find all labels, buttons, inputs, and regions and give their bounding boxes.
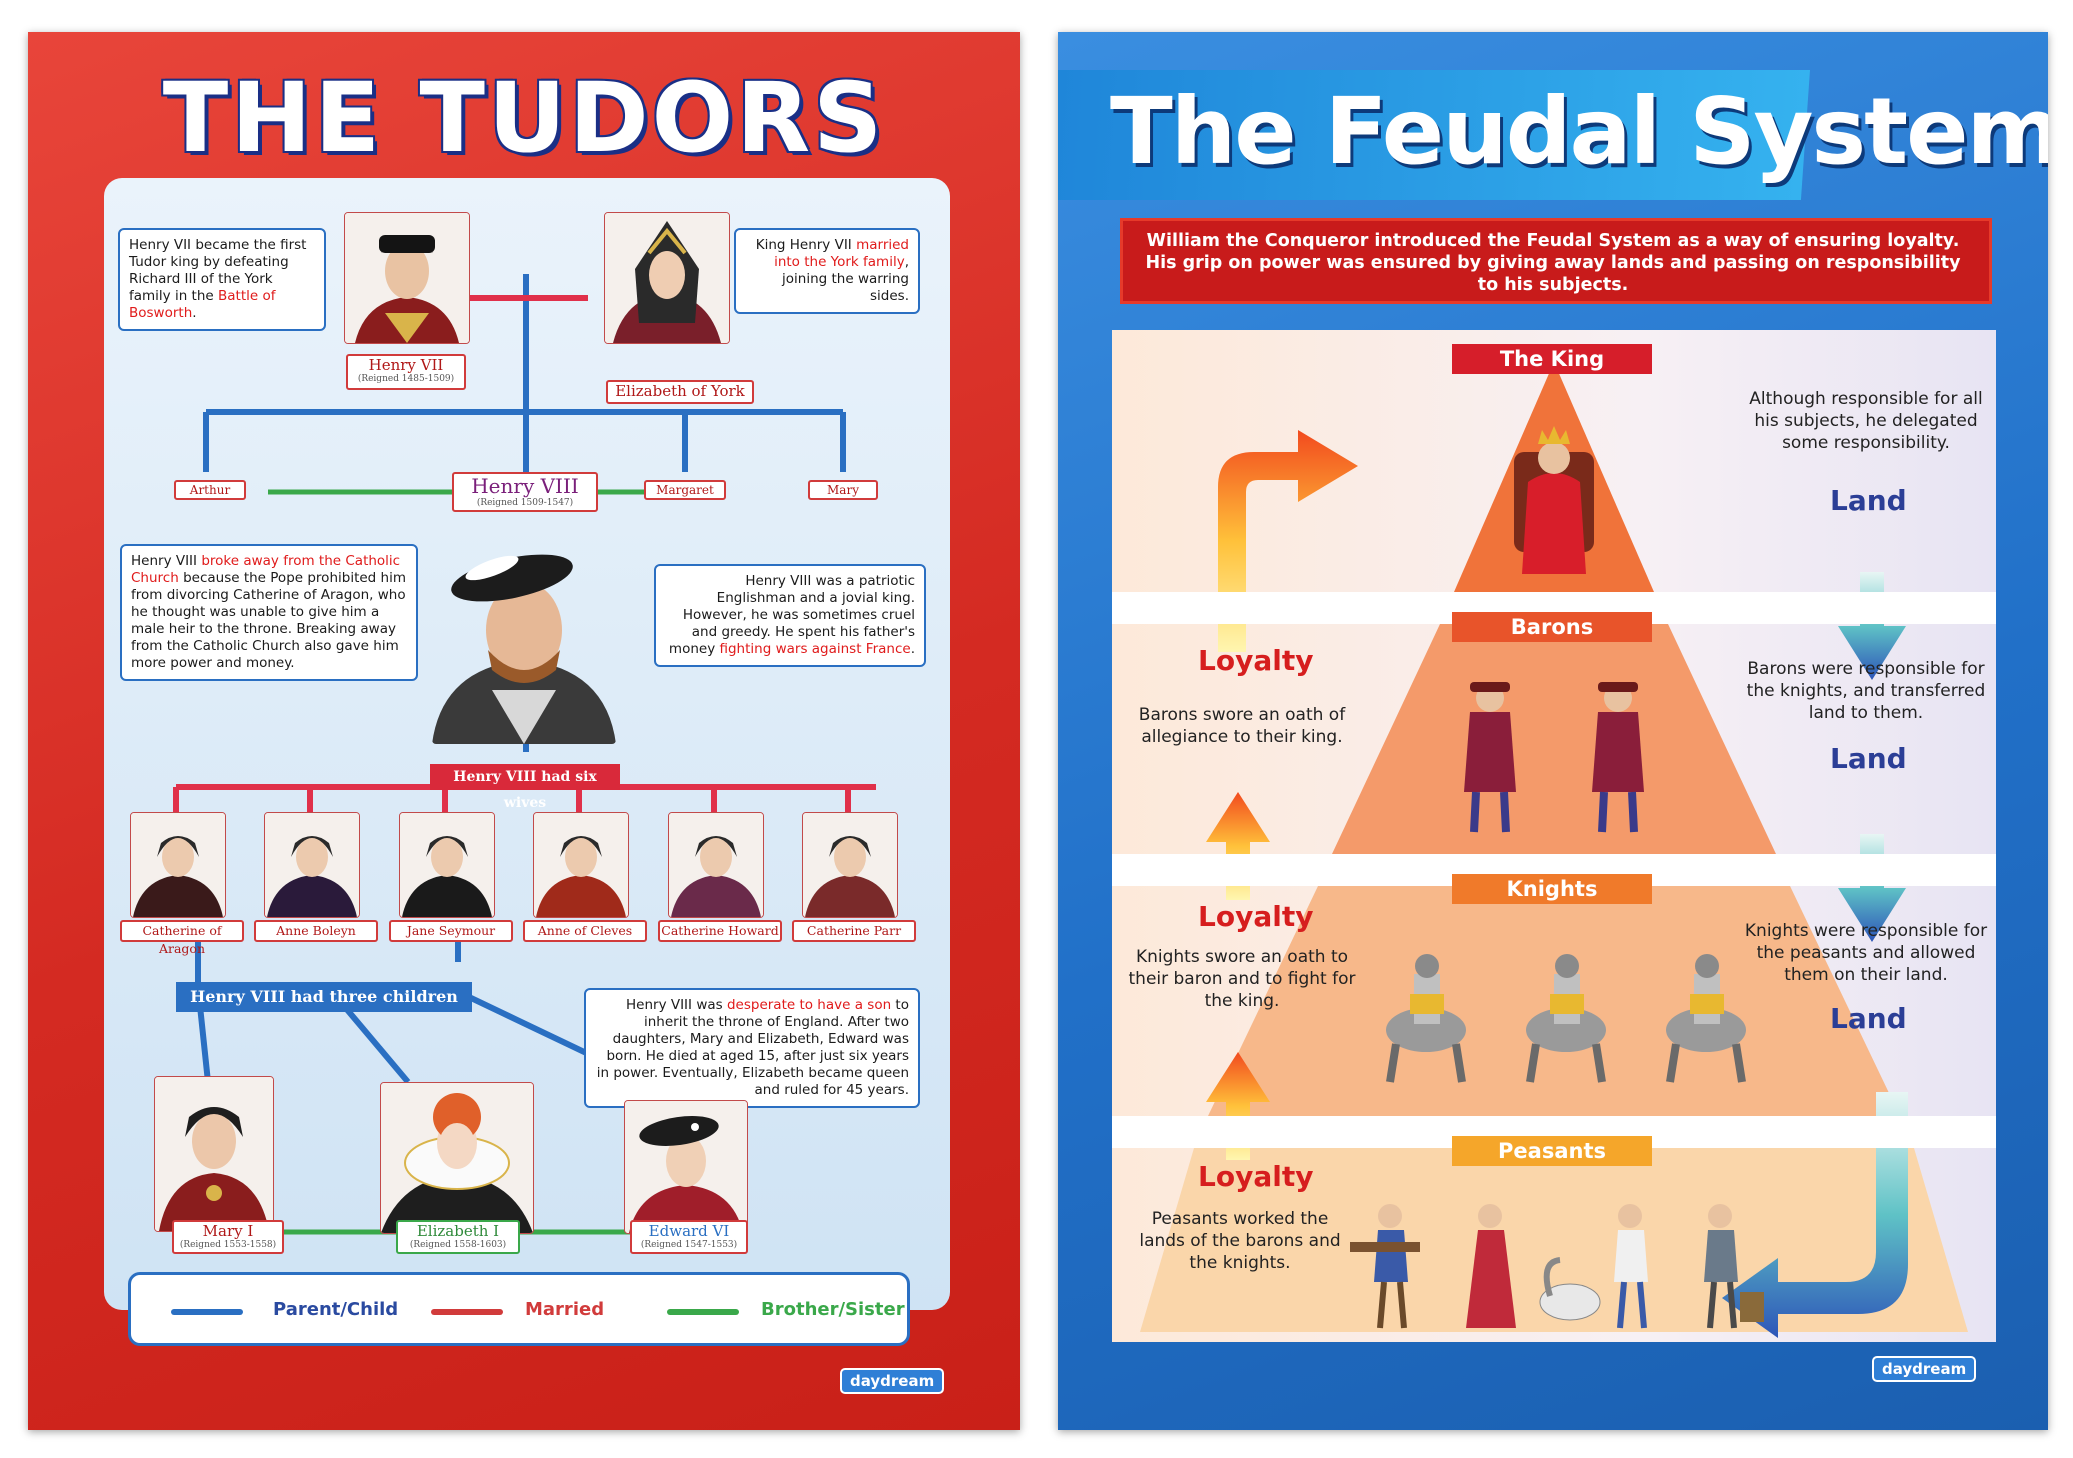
label-edward6: Edward VI(Reigned 1547-1553): [630, 1220, 748, 1254]
note-marriage: King Henry VII married into the York fam…: [734, 228, 920, 314]
henry8-portrait: [432, 540, 616, 744]
tier-label-barons: Barons: [1452, 612, 1652, 642]
note-patriot: Henry VIII was a patriotic Englishman an…: [654, 564, 926, 667]
elizabeth-york-portrait: [604, 212, 730, 344]
loyalty-arrow-top: [1218, 430, 1358, 652]
wife-portrait: [533, 812, 629, 918]
henry7-portrait: [344, 212, 470, 344]
loyalty-arrow-mid: [1206, 792, 1270, 900]
label-arthur: Arthur: [174, 480, 246, 500]
wife-portrait: [399, 812, 495, 918]
daydream-logo: daydream: [840, 1368, 945, 1394]
tier-label-peasants: Peasants: [1452, 1136, 1652, 1166]
mary1-portrait: [154, 1076, 274, 1232]
wife-label: Catherine Parr: [792, 920, 916, 942]
land-label-3: Land: [1830, 1002, 1907, 1035]
feudal-poster: The Feudal System William the Conqueror …: [1058, 32, 2048, 1430]
loyalty-arrow-low: [1206, 1052, 1270, 1160]
note-son: Henry VIII was desperate to have a son t…: [584, 988, 920, 1108]
legend-brother-sister: Brother/Sister: [761, 1299, 905, 1320]
label-mary-sister: Mary: [808, 480, 878, 500]
legend-line-married: [431, 1309, 503, 1315]
elizabeth1-portrait: [380, 1082, 534, 1234]
label-elizabeth-york: Elizabeth of York: [606, 380, 754, 404]
knights-oath: Knights swore an oath to their baron and…: [1128, 947, 1356, 1011]
land-label-2: Land: [1830, 742, 1907, 775]
wife-portrait: [802, 812, 898, 918]
wives-banner: Henry VIII had six wives: [430, 764, 620, 811]
label-margaret: Margaret: [644, 480, 726, 500]
label-elizabeth1: Elizabeth I(Reigned 1558-1603): [396, 1220, 520, 1254]
poster-title: THE TUDORS: [162, 62, 886, 174]
barons-oath: Barons swore an oath of allegiance to th…: [1138, 705, 1346, 747]
daydream-logo: daydream: [1872, 1356, 1977, 1382]
barons-figures: [1464, 682, 1644, 833]
loyalty-label-3: Loyalty: [1198, 1160, 1314, 1193]
legend-line-parent: [171, 1309, 243, 1315]
edward6-portrait: [624, 1100, 748, 1234]
wife-portrait: [668, 812, 764, 918]
peasants-description: Peasants worked the lands of the barons …: [1139, 1209, 1341, 1273]
note-church: Henry VIII broke away from the Catholic …: [120, 544, 418, 681]
legend-line-sibling: [667, 1309, 739, 1315]
poster-title: The Feudal System: [1110, 78, 2048, 185]
legend-parent-child: Parent/Child: [273, 1299, 399, 1320]
loyalty-label-2: Loyalty: [1198, 900, 1314, 933]
legend: Parent/Child Married Brother/Sister: [128, 1272, 910, 1346]
barons-responsibility: Barons were responsible for the knights,…: [1746, 659, 1986, 723]
wife-name: Catherine of Aragon: [142, 923, 222, 956]
king-description: Although responsible for all his subject…: [1749, 389, 1983, 453]
label-mary1: Mary I(Reigned 1553-1558): [172, 1220, 284, 1254]
wife-name: Jane Seymour: [406, 923, 496, 938]
wife-name: Catherine Howard: [661, 923, 779, 938]
wife-label: Catherine Howard: [658, 920, 782, 942]
land-arrow-3: [1722, 1092, 1908, 1338]
tier-label-king: The King: [1452, 344, 1652, 374]
tudors-poster: THE TUDORS: [28, 32, 1020, 1430]
label-henry8: Henry VIII(Reigned 1509-1547): [452, 472, 598, 512]
land-arrow-1: [1838, 572, 1906, 680]
children-banner: Henry VIII had three children: [176, 982, 472, 1012]
knights-responsibility: Knights were responsible for the peasant…: [1744, 921, 1988, 985]
wife-portrait: [130, 812, 226, 918]
land-arrow-2: [1838, 834, 1906, 942]
wife-label: Anne of Cleves: [523, 920, 647, 942]
peasants-figures: [1350, 1204, 1764, 1329]
wife-label: Jane Seymour: [389, 920, 513, 942]
wife-label: Catherine of Aragon: [120, 920, 244, 956]
label-henry7: Henry VII(Reigned 1485-1509): [346, 354, 466, 390]
legend-married: Married: [525, 1299, 605, 1320]
wife-label: Anne Boleyn: [254, 920, 378, 942]
loyalty-label-1: Loyalty: [1198, 644, 1314, 677]
king-figure: [1514, 426, 1594, 574]
pyramid-tier-barons: [1332, 624, 1776, 854]
note-henry7: Henry VII became the first Tudor king by…: [118, 228, 326, 331]
pyramid: [1140, 362, 1968, 1338]
wife-name: Catherine Parr: [806, 923, 902, 938]
wife-name: Anne of Cleves: [537, 923, 633, 938]
land-label-1: Land: [1830, 484, 1907, 517]
knights-figures: [1386, 954, 1746, 1083]
wife-portrait: [264, 812, 360, 918]
tier-label-knights: Knights: [1452, 874, 1652, 904]
intro-ribbon: [1120, 218, 1992, 304]
intro-text: William the Conqueror introduced the Feu…: [1145, 231, 1961, 295]
wife-name: Anne Boleyn: [276, 923, 356, 938]
